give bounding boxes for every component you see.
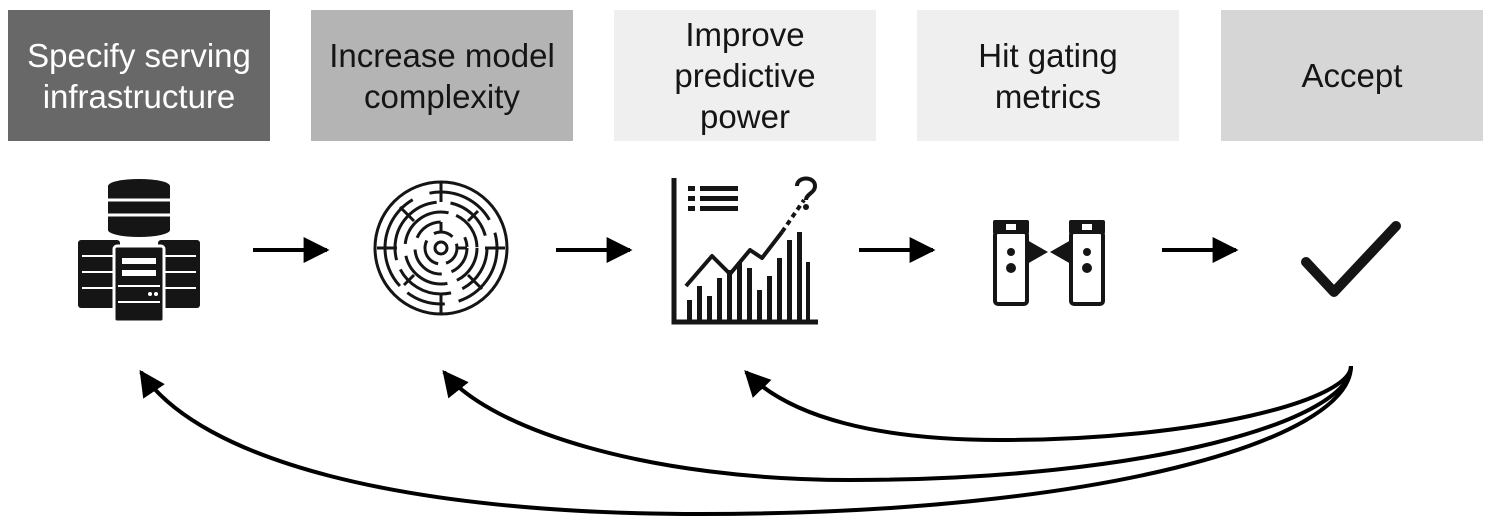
step-box-accept: Accept	[1221, 10, 1483, 141]
feedback-arrow-to-improve-predictive-power	[744, 365, 1353, 443]
feedback-arrow-to-increase-model-complexity	[442, 365, 1353, 483]
step-box-increase-model-complexity: Increase model complexity	[311, 10, 573, 141]
step-label: Improve predictive power	[674, 16, 816, 135]
step-box-improve-predictive-power: Improve predictive power	[614, 10, 876, 141]
feedback-arrow-to-specify-serving-infrastructure	[139, 365, 1353, 517]
step-label: Specify serving infrastructure	[27, 36, 251, 115]
turnstile-gate-icon	[993, 220, 1105, 306]
step-box-hit-gating-metrics: Hit gating metrics	[917, 10, 1179, 141]
step-label: Increase model complexity	[329, 36, 555, 115]
step-box-specify-serving-infrastructure: Specify serving infrastructure	[8, 10, 270, 141]
growth-chart-icon	[671, 176, 818, 325]
step-label: Hit gating metrics	[978, 36, 1118, 115]
step-label: Accept	[1301, 57, 1403, 94]
server-database-icon	[78, 179, 200, 324]
checkmark-icon	[1301, 221, 1401, 297]
maze-icon	[373, 180, 509, 316]
